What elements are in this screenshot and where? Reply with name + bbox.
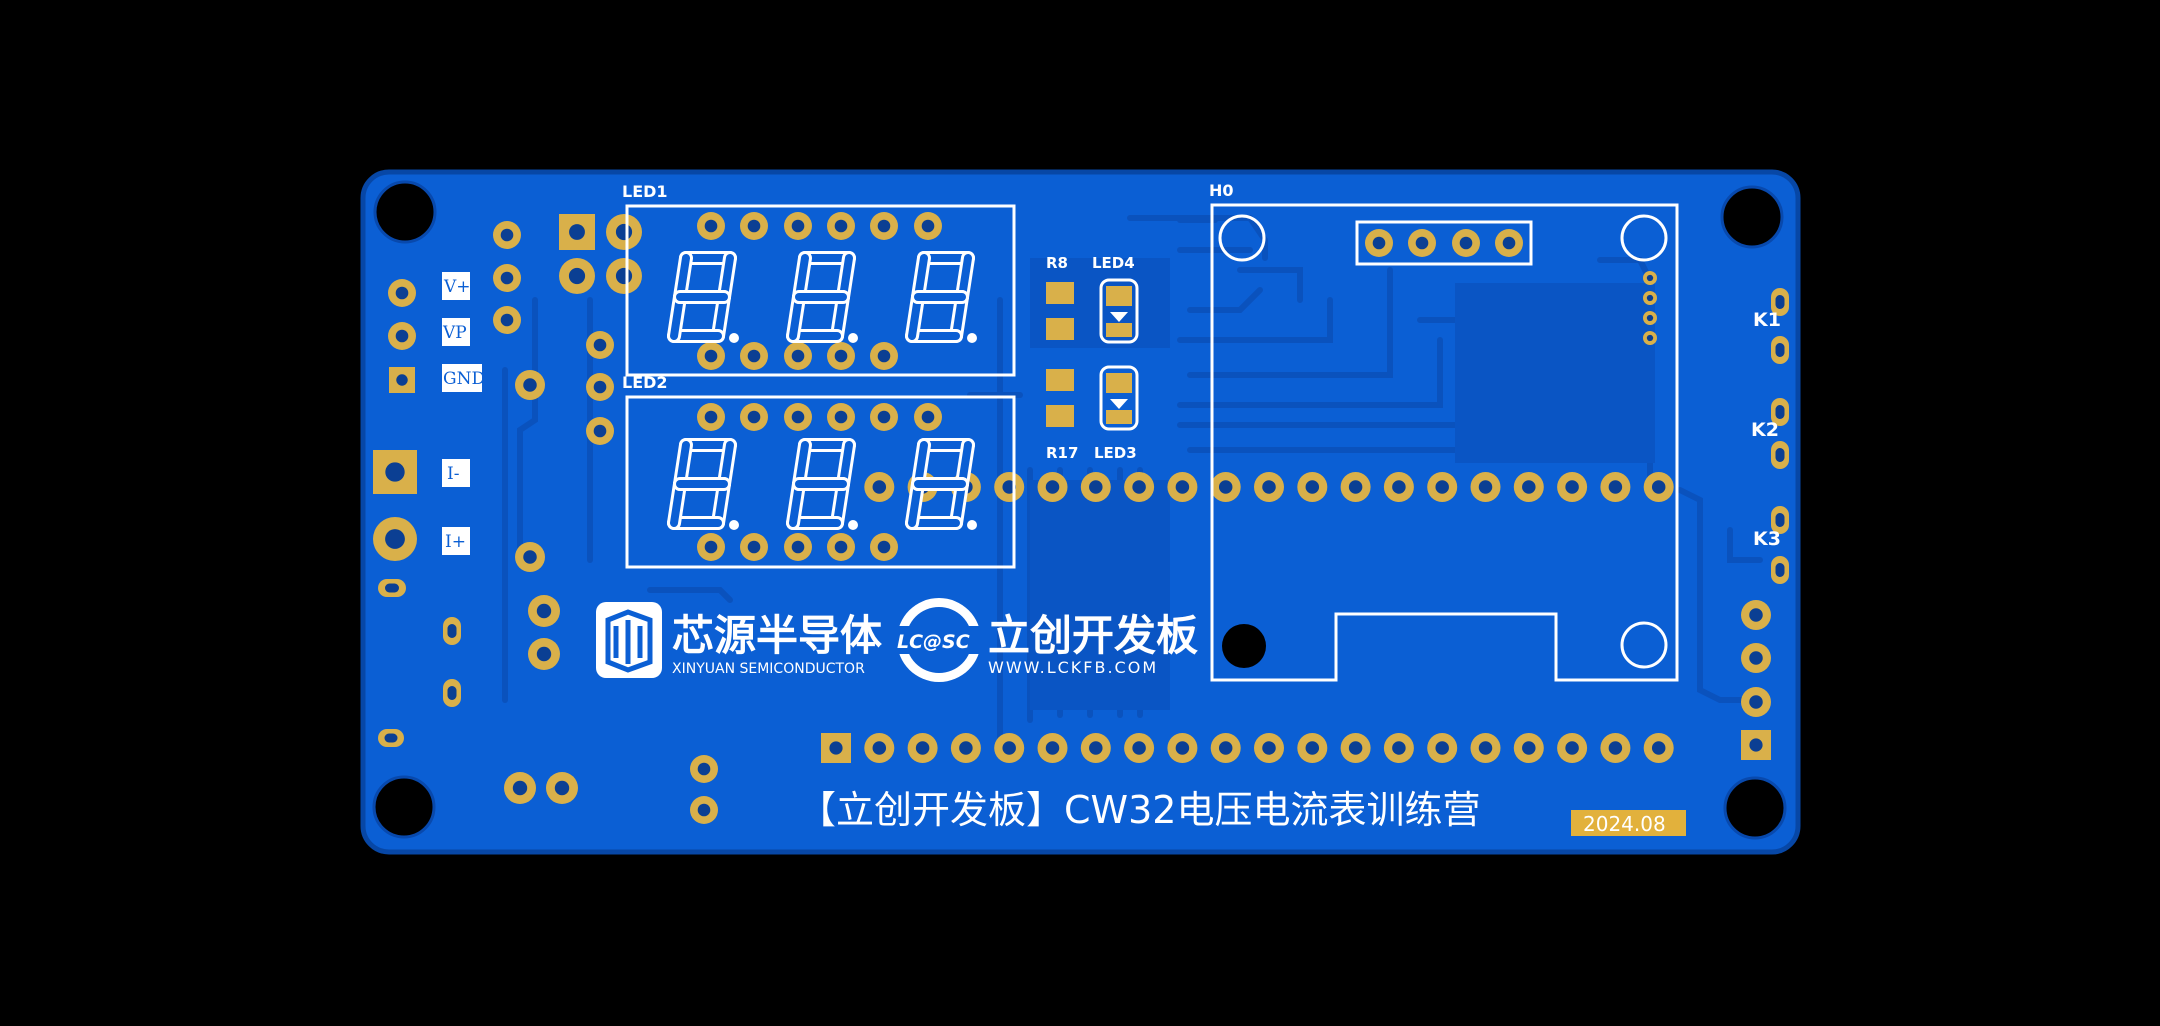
date-badge	[1571, 810, 1686, 836]
h0-label: H0	[1209, 181, 1234, 200]
power-labels: V+ VP GND I- I+	[442, 272, 485, 555]
led4-label: LED4	[1092, 254, 1135, 272]
h0-module-outline	[1210, 203, 1679, 682]
lckfb-name: 立创开发板	[988, 611, 1198, 660]
led2-outline	[625, 395, 1016, 569]
smd-components	[1046, 278, 1139, 431]
xinyuan-logo: 芯源半导体 XINYUAN SEMICONDUCTOR	[596, 602, 882, 678]
led1-label: LED1	[622, 182, 668, 201]
k2-label: K2	[1751, 419, 1779, 441]
led2-digits	[667, 438, 977, 530]
board-title: 【立创开发板】CW32电压电流表训练营	[798, 788, 1480, 832]
iplus-label: I+	[445, 532, 466, 552]
xinyuan-sub: XINYUAN SEMICONDUCTOR	[672, 661, 865, 677]
mounting-holes	[372, 180, 1787, 840]
gnd-label: GND	[443, 369, 485, 389]
iminus-label: I-	[447, 464, 459, 484]
led1-outline	[625, 204, 1016, 377]
lckfb-logo: LC@SC 立创开发板 WWW.LCKFB.COM	[896, 598, 1198, 682]
vplus-label: V+	[443, 277, 471, 297]
r8-label: R8	[1046, 254, 1068, 272]
k3-label: K3	[1753, 528, 1781, 550]
led3-label: LED3	[1094, 444, 1137, 462]
copper-pads	[373, 212, 1789, 824]
led2-label: LED2	[622, 373, 668, 392]
r17-label: R17	[1046, 444, 1078, 462]
k1-label: K1	[1753, 309, 1781, 331]
led1-digits	[667, 251, 977, 343]
lckfb-mark: LC@SC	[897, 631, 970, 653]
xinyuan-name: 芯源半导体	[672, 611, 882, 660]
vp-label: VP	[442, 323, 467, 343]
lckfb-url: WWW.LCKFB.COM	[988, 658, 1158, 677]
board-date: 2024.08	[1583, 812, 1666, 836]
